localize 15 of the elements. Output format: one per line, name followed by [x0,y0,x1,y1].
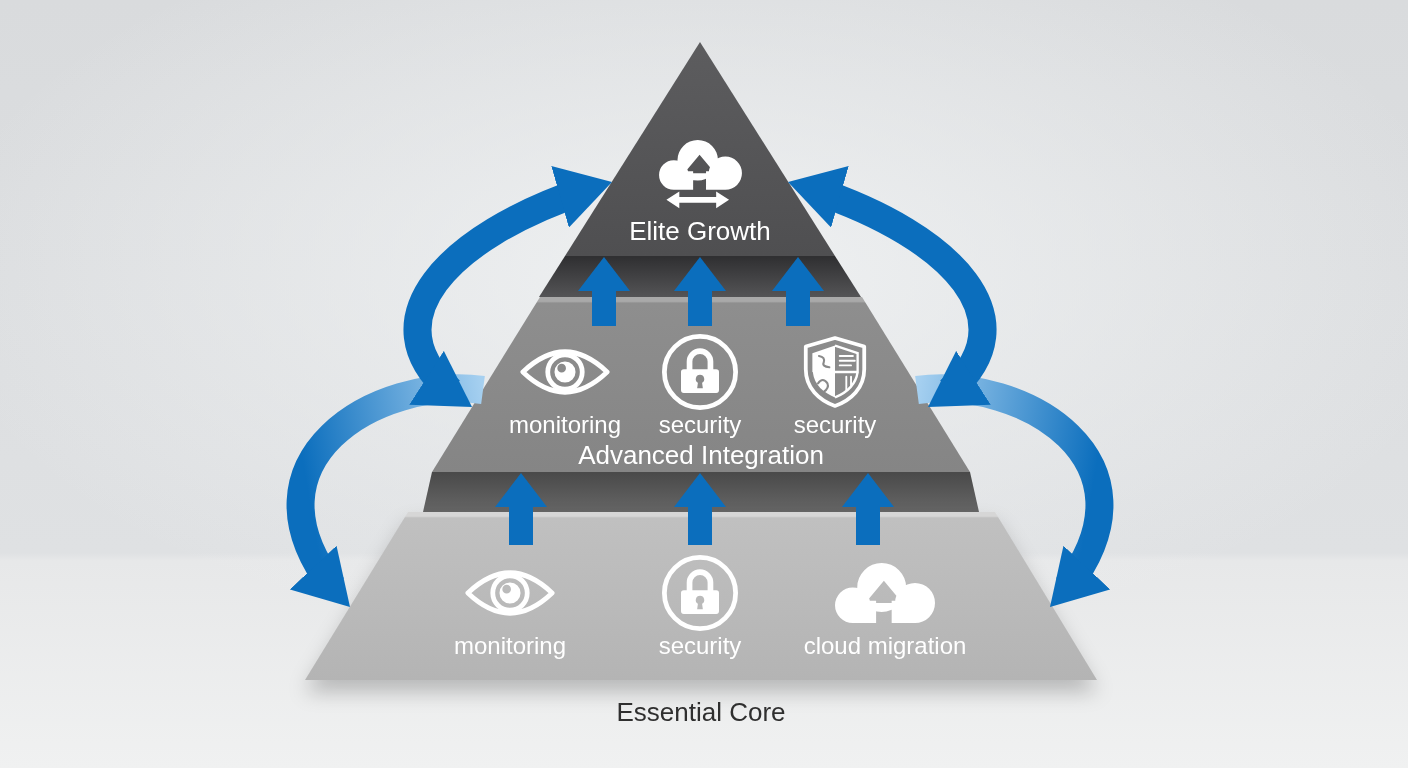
tier-title: Elite Growth [629,217,771,245]
item-label: security [793,411,877,439]
tier-title: Essential Core [616,698,786,726]
up-arrow [674,473,726,545]
tier-title: Advanced Integration [578,441,824,469]
item-label: monitoring [508,411,622,439]
up-arrow [842,473,894,545]
up-arrow [772,257,824,326]
item-label: monitoring [453,632,567,660]
up-arrow [674,257,726,326]
item-label: security [658,411,742,439]
item-label: security [658,632,742,660]
up-arrow [578,257,630,326]
item-label: cloud migration [803,632,967,660]
up-arrow [495,473,547,545]
